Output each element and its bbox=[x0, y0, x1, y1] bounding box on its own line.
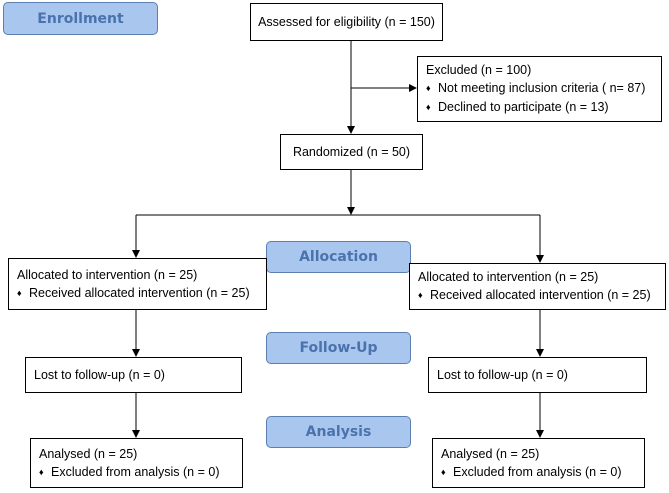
bullet-icon: ♦ bbox=[426, 83, 431, 93]
left-allocated-item-text: Received allocated intervention (n = 25) bbox=[29, 285, 250, 300]
left-allocated-box: Allocated to intervention (n = 25) ♦ Rece… bbox=[8, 258, 267, 310]
right-allocated-box: Allocated to intervention (n = 25) ♦ Rece… bbox=[409, 263, 666, 310]
excluded-item-text: Not meeting inclusion criteria ( n= 87) bbox=[438, 81, 646, 95]
right-allocated-item-text: Received allocated intervention (n = 25) bbox=[430, 288, 651, 302]
right-analysed-title: Analysed (n = 25) bbox=[441, 446, 540, 461]
stage-follow-up: Follow-Up bbox=[266, 332, 411, 364]
stage-allocation: Allocation bbox=[266, 241, 411, 273]
excluded-item: ♦ Declined to participate (n = 13) bbox=[426, 98, 661, 117]
left-lost-text: Lost to follow-up (n = 0) bbox=[34, 368, 165, 382]
stage-enrollment: Enrollment bbox=[3, 2, 158, 35]
bullet-icon: ♦ bbox=[426, 102, 431, 112]
left-allocated-title: Allocated to intervention (n = 25) bbox=[17, 267, 198, 282]
left-allocated-item: ♦ Received allocated intervention (n = 25… bbox=[17, 284, 266, 303]
stage-follow-up-label: Follow-Up bbox=[299, 340, 378, 356]
right-lost-text: Lost to follow-up (n = 0) bbox=[437, 368, 568, 382]
bullet-icon: ♦ bbox=[441, 466, 446, 477]
left-analysed-item: ♦ Excluded from analysis (n = 0) bbox=[39, 463, 242, 482]
excluded-title: Excluded (n = 100) bbox=[426, 63, 532, 77]
left-analysed-item-text: Excluded from analysis (n = 0) bbox=[51, 464, 220, 479]
left-lost-box: Lost to follow-up (n = 0) bbox=[25, 357, 242, 393]
stage-analysis: Analysis bbox=[266, 416, 411, 448]
assessed-text: Assessed for eligibility (n = 150) bbox=[258, 15, 435, 29]
excluded-box: Excluded (n = 100) ♦ Not meeting inclusio… bbox=[417, 56, 662, 122]
right-analysed-item-text: Excluded from analysis (n = 0) bbox=[453, 464, 622, 479]
randomized-box: Randomized (n = 50) bbox=[280, 134, 423, 170]
right-analysed-item: ♦ Excluded from analysis (n = 0) bbox=[441, 463, 644, 482]
stage-enrollment-label: Enrollment bbox=[37, 10, 124, 27]
right-allocated-title: Allocated to intervention (n = 25) bbox=[418, 270, 599, 284]
stage-analysis-label: Analysis bbox=[305, 424, 372, 440]
left-analysed-box: Analysed (n = 25) ♦ Excluded from analysi… bbox=[30, 438, 243, 488]
assessed-box: Assessed for eligibility (n = 150) bbox=[250, 3, 443, 41]
left-analysed-title: Analysed (n = 25) bbox=[39, 446, 138, 461]
right-analysed-box: Analysed (n = 25) ♦ Excluded from analysi… bbox=[432, 438, 645, 488]
excluded-item: ♦ Not meeting inclusion criteria ( n= 87) bbox=[426, 79, 661, 98]
excluded-item-text: Declined to participate (n = 13) bbox=[438, 100, 609, 114]
bullet-icon: ♦ bbox=[17, 287, 22, 298]
randomized-text: Randomized (n = 50) bbox=[292, 145, 411, 159]
right-lost-box: Lost to follow-up (n = 0) bbox=[428, 357, 647, 393]
right-allocated-item: ♦ Received allocated intervention (n = 25… bbox=[418, 286, 665, 305]
bullet-icon: ♦ bbox=[418, 290, 423, 300]
bullet-icon: ♦ bbox=[39, 466, 44, 477]
stage-allocation-label: Allocation bbox=[299, 249, 378, 265]
